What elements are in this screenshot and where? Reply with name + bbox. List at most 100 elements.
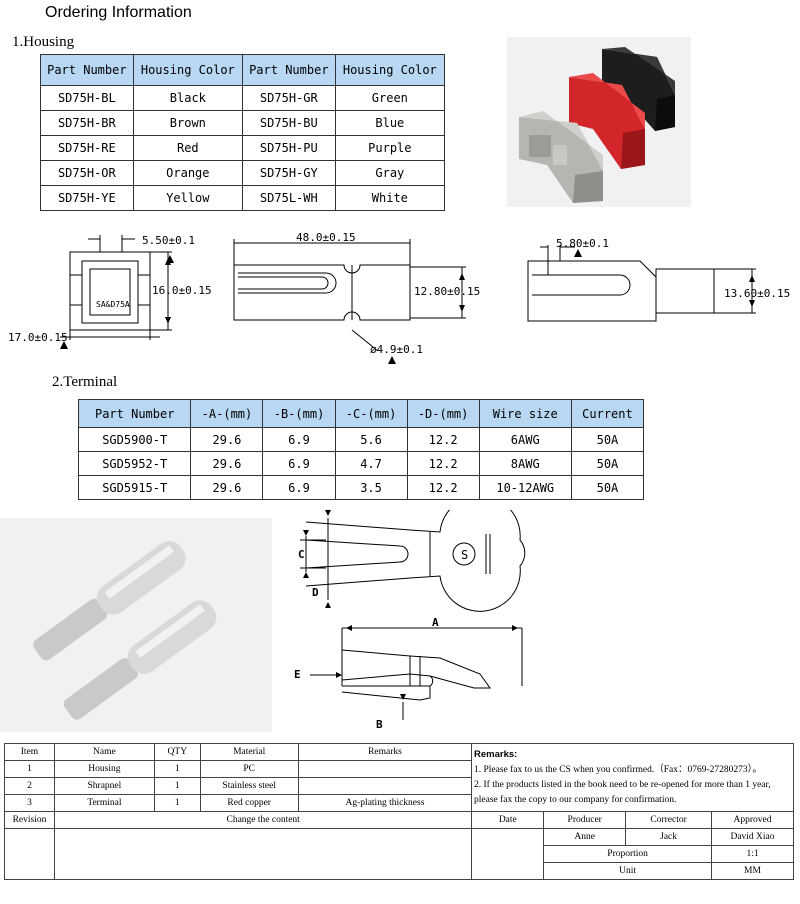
table-cell: 29.6 <box>190 451 264 476</box>
dim-label: ø4.9±0.1 <box>370 343 423 356</box>
table-cell: 1 <box>153 794 201 812</box>
table-cell: Brown <box>132 110 243 136</box>
table-cell: 50A <box>570 427 645 452</box>
table-cell: 12.2 <box>406 475 480 500</box>
terminal-header-cell: Current <box>570 399 645 428</box>
table-cell <box>297 760 473 778</box>
housing-header-cell: Part Number <box>241 54 336 86</box>
terminal-header-cell: Part Number <box>77 399 192 428</box>
table-cell: Red <box>132 135 243 161</box>
table-cell <box>53 828 473 880</box>
table-cell: Shrapnel <box>53 777 155 795</box>
table-cell: Blue <box>334 110 446 136</box>
table-cell: 1 <box>4 760 55 778</box>
table-cell: 3 <box>4 794 55 812</box>
table-row: Item Name QTY Material Remarks <box>4 743 794 812</box>
table-cell: SD75H-OR <box>40 160 134 186</box>
table-cell: 29.6 <box>190 475 264 500</box>
bom-table: Item Name QTY Material Remarks 1 Housing… <box>4 743 794 880</box>
page-title: Ordering Information <box>45 4 192 21</box>
remarks-cell <box>471 743 794 812</box>
corrector-label: Corrector <box>625 811 713 829</box>
table-cell <box>297 777 473 795</box>
table-row: Anne Jack David Xiao <box>4 828 794 880</box>
terminal-header-cell: -D-(mm) <box>406 399 480 428</box>
table-cell: 6.9 <box>262 475 336 500</box>
unit-value: MM <box>711 862 794 880</box>
table-cell: Stainless steel <box>199 777 299 795</box>
dim-label: C <box>298 548 305 561</box>
table-cell: SD75H-GR <box>241 85 336 111</box>
table-cell: 12.2 <box>406 427 480 452</box>
table-cell: SD75H-BR <box>40 110 134 136</box>
table-cell: 1 <box>153 777 201 795</box>
table-row: 2 Shrapnel 1 Stainless steel <box>4 777 794 795</box>
change-content-label: Change the content <box>53 811 473 829</box>
table-cell: Yellow <box>132 185 243 211</box>
table-cell: Ag-plating thickness <box>297 794 473 812</box>
dim-label: 16.0±0.15 <box>152 284 212 297</box>
table-cell: 8AWG <box>478 451 572 476</box>
terminal-header-cell: -B-(mm) <box>262 399 336 428</box>
table-cell: SD75H-YE <box>40 185 134 211</box>
producer-label: Producer <box>543 811 627 829</box>
bom-header-cell: Item <box>4 743 55 761</box>
table-cell: 2 <box>4 777 55 795</box>
terminal-logo: S <box>461 548 468 562</box>
dim-label: E <box>294 668 301 681</box>
table-cell: SD75H-PU <box>241 135 336 161</box>
dim-label: D <box>312 586 319 599</box>
dim-label: 13.60±0.15 <box>724 287 790 300</box>
table-cell <box>471 828 545 880</box>
table-cell: SD75H-RE <box>40 135 134 161</box>
table-cell: White <box>334 185 446 211</box>
table-cell: 4.7 <box>334 451 408 476</box>
housing-header-cell: Housing Color <box>132 54 243 86</box>
bom-header-cell: QTY <box>153 743 201 761</box>
housing-header-cell: Housing Color <box>334 54 446 86</box>
dim-label: 48.0±0.15 <box>296 231 356 244</box>
housing-drawings: SA&D75A 5.50±0.1 16.0±0.15 17.0±0.15 48.… <box>8 231 790 364</box>
dim-label: B <box>376 718 383 731</box>
table-cell: SGD5952-T <box>77 451 192 476</box>
table-cell: SD75L-WH <box>241 185 336 211</box>
date-label: Date <box>471 811 545 829</box>
table-cell: SGD5915-T <box>77 475 192 500</box>
table-cell: Orange <box>132 160 243 186</box>
table-cell: Gray <box>334 160 446 186</box>
remarks-text: Remarks: 1. Please fax to us the CS when… <box>474 747 794 808</box>
remark-item: 1. Please fax to us the CS when you conf… <box>474 765 762 775</box>
table-cell: Purple <box>334 135 446 161</box>
housing-table: Part Number Housing Color Part Number Ho… <box>40 54 446 211</box>
housing-heading: 1.Housing <box>12 34 75 50</box>
terminal-header-cell: Wire size <box>478 399 572 428</box>
table-cell: PC <box>199 760 299 778</box>
proportion-label: Proportion <box>543 845 713 863</box>
table-cell: 6.9 <box>262 451 336 476</box>
table-cell: SD75H-BL <box>40 85 134 111</box>
terminal-table: Part Number -A-(mm) -B-(mm) -C-(mm) -D-(… <box>77 399 645 500</box>
dim-label: 17.0±0.15 <box>8 331 68 344</box>
table-row: Revision Change the content Date Produce… <box>4 811 794 829</box>
remarks-title: Remarks: <box>474 749 518 760</box>
terminal-header-cell: -A-(mm) <box>190 399 264 428</box>
approved-name: David Xiao <box>711 828 794 846</box>
dim-label: 5.50±0.1 <box>142 234 195 247</box>
table-cell: 5.6 <box>334 427 408 452</box>
terminal-drawings: S C D A E B <box>294 510 526 731</box>
table-cell: SD75H-BU <box>241 110 336 136</box>
table-cell <box>4 828 55 880</box>
table-cell: 3.5 <box>334 475 408 500</box>
table-cell: 29.6 <box>190 427 264 452</box>
terminal-heading: 2.Terminal <box>52 374 118 390</box>
table-cell: Housing <box>53 760 155 778</box>
table-cell: 50A <box>570 451 645 476</box>
terminal-photo <box>0 518 272 732</box>
dim-label: 5.80±0.1 <box>556 237 609 250</box>
